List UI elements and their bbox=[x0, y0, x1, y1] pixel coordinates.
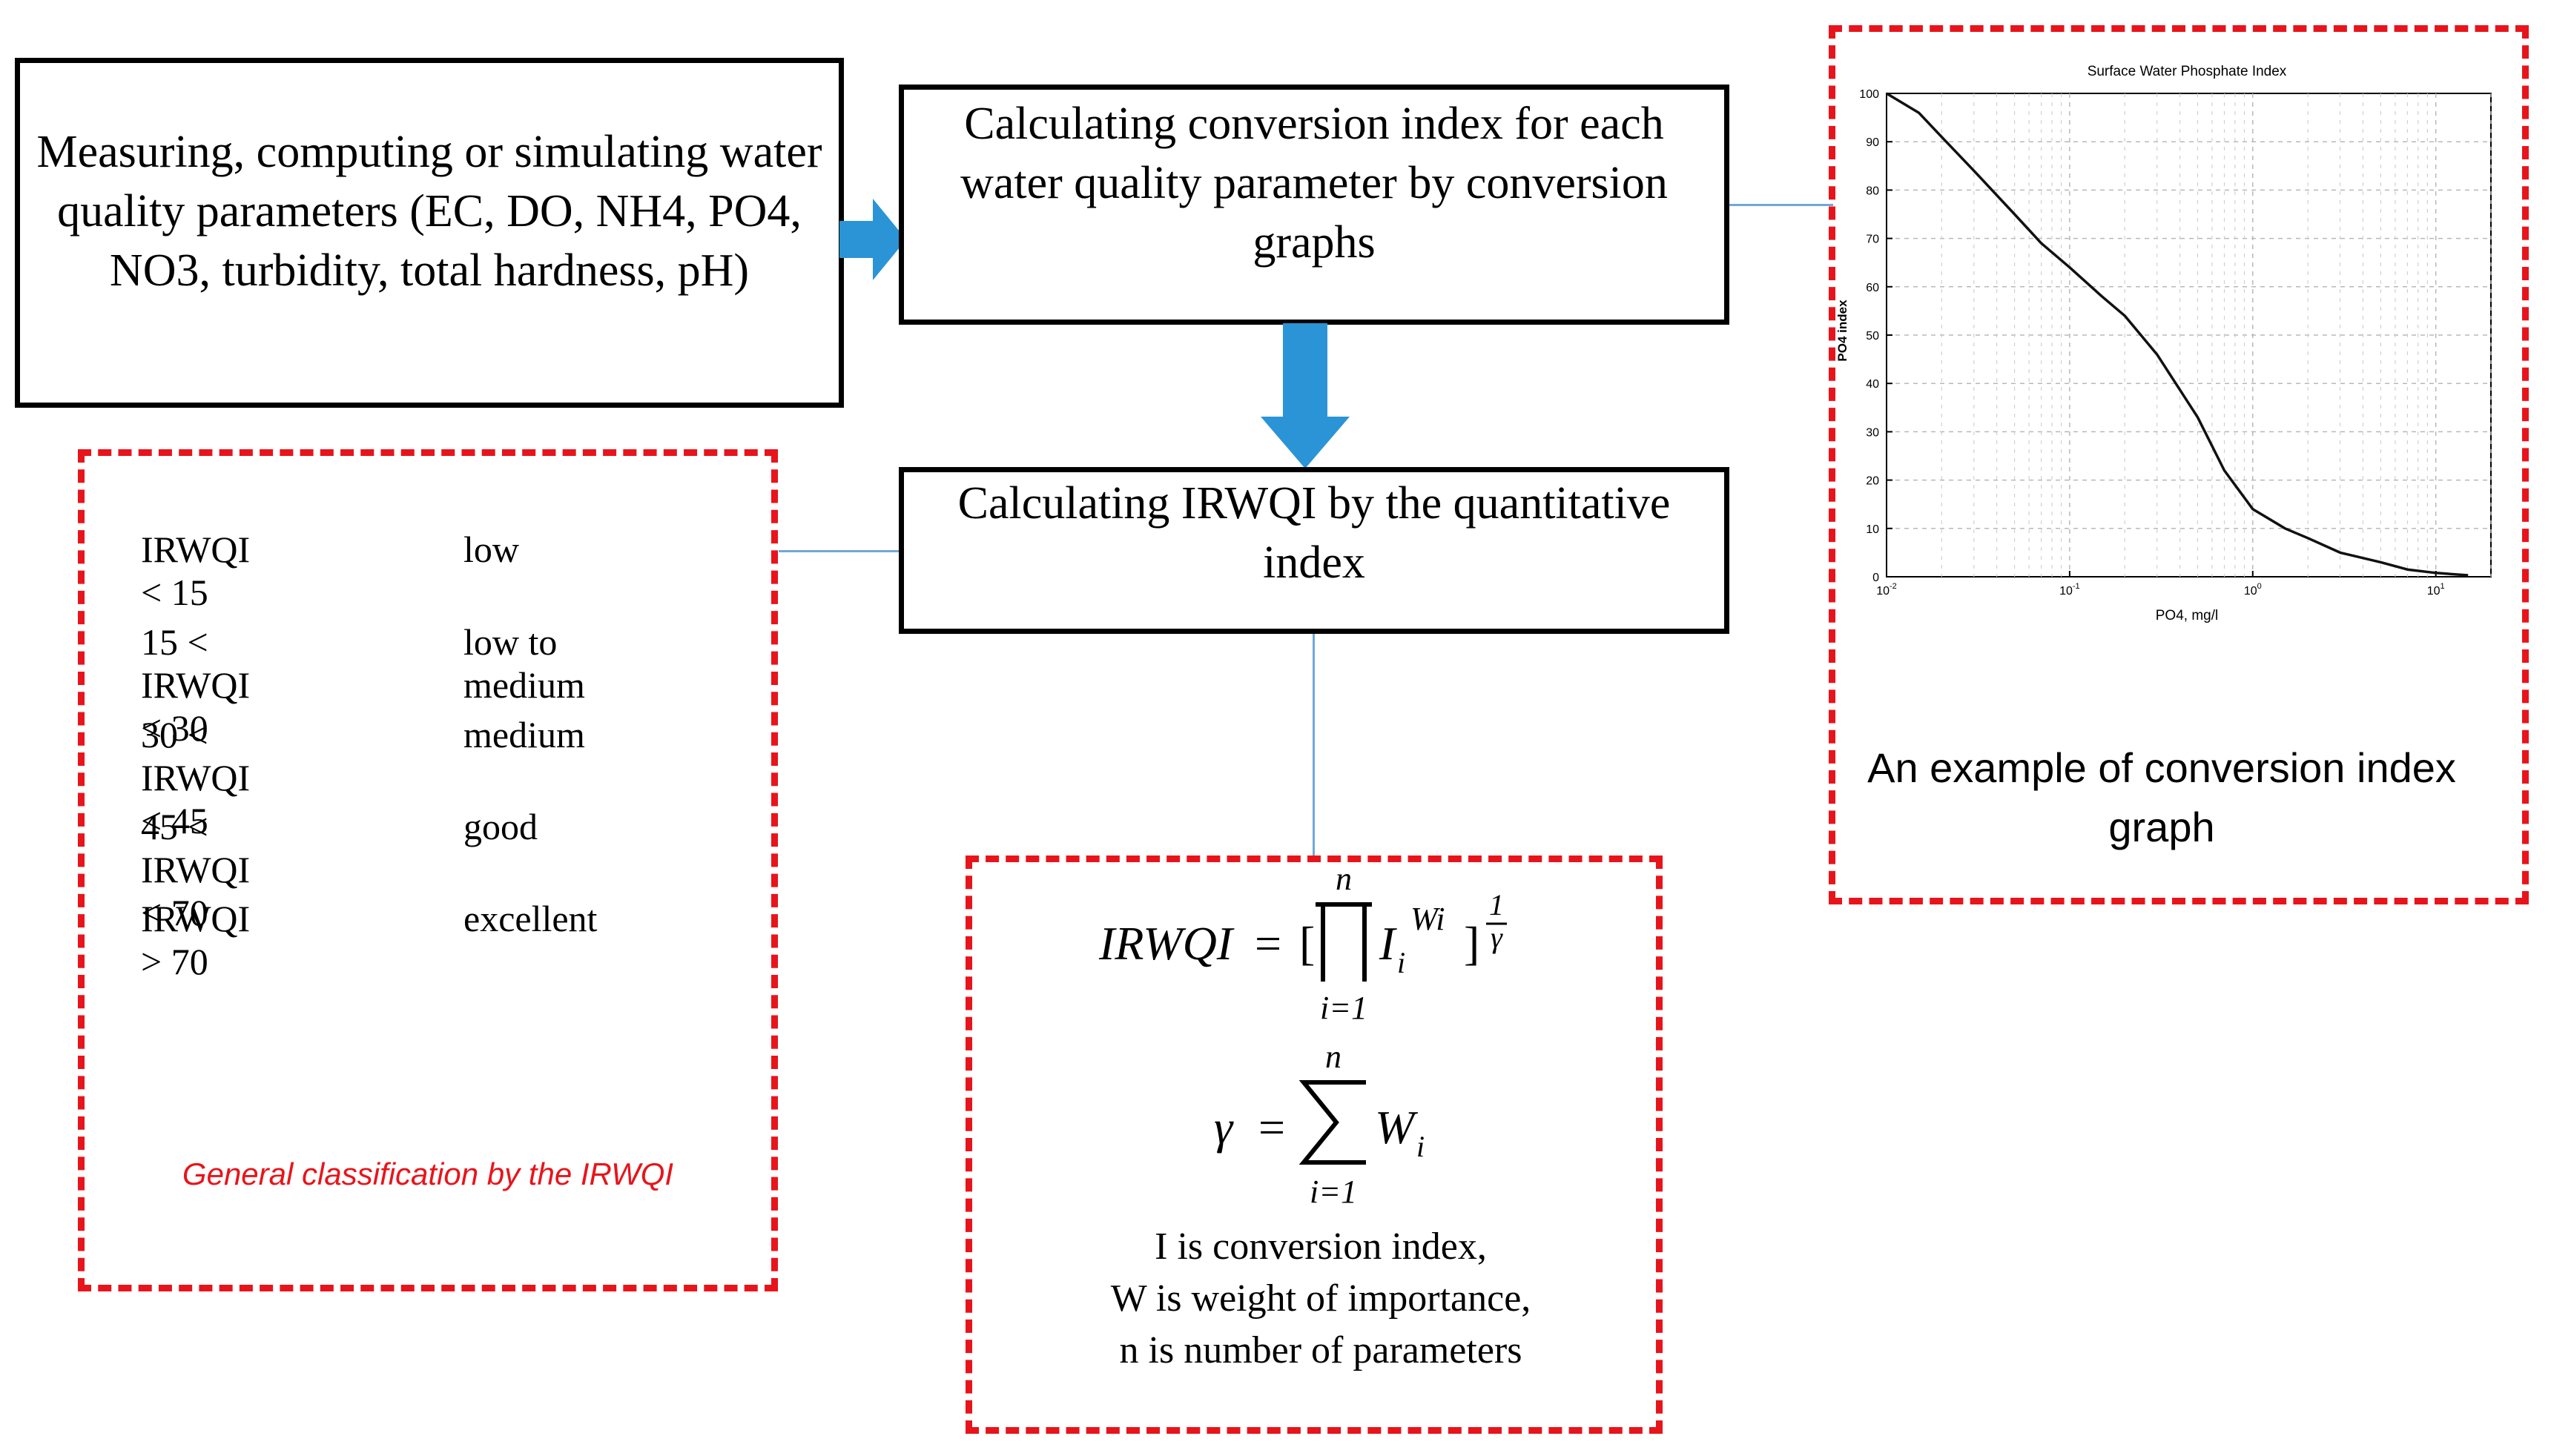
formula-exp-one: 1 bbox=[1489, 888, 1504, 921]
connector-line-graph bbox=[1729, 204, 1833, 206]
sum-upper-limit: n bbox=[1325, 1039, 1341, 1075]
chart-y-tick-label: 0 bbox=[1872, 572, 1879, 584]
formula-equals-2: = bbox=[1258, 1101, 1285, 1154]
irwqi-text: Calculating IRWQI by the quantitative in… bbox=[957, 478, 1671, 588]
sum-lower-limit: i=1 bbox=[1310, 1174, 1357, 1210]
irwqi-box: Calculating IRWQI by the quantitative in… bbox=[899, 467, 1729, 634]
chart-y-tick-label: 70 bbox=[1866, 234, 1879, 246]
formula-note-line: n is number of parameters bbox=[1119, 1329, 1522, 1371]
product-lower-limit: i=1 bbox=[1320, 990, 1367, 1026]
chart-y-axis-label: PO4 index bbox=[1835, 300, 1849, 362]
formula-exp-gamma: γ bbox=[1491, 921, 1503, 954]
formula-w: W bbox=[1375, 1101, 1419, 1154]
formula-w-subscript: i bbox=[1416, 1130, 1425, 1163]
phosphate-index-chart: Surface Water Phosphate Index PO4 index … bbox=[1835, 64, 2492, 623]
classification-range: 30 < IRWQI < 45 bbox=[141, 714, 251, 841]
chart-x-tick-label: 10-1 bbox=[2059, 582, 2080, 598]
product-icon bbox=[1316, 902, 1372, 982]
connector-line-classification bbox=[779, 550, 899, 552]
arrow-down-icon bbox=[1261, 323, 1350, 469]
conversion-index-text: Calculating conversion index for each wa… bbox=[960, 99, 1668, 268]
chart-x-tick-label: 10-2 bbox=[1876, 582, 1897, 598]
arrow-right-icon bbox=[839, 199, 906, 280]
sum-icon bbox=[1298, 1080, 1366, 1165]
formula-subscript-i: i bbox=[1397, 946, 1405, 979]
conversion-index-box: Calculating conversion index for each wa… bbox=[899, 85, 1729, 325]
chart-y-tick-label: 100 bbox=[1859, 88, 1879, 101]
classification-label: good bbox=[463, 806, 538, 847]
chart-y-tick-label: 90 bbox=[1866, 136, 1879, 149]
classification-range: IRWQI < 15 bbox=[141, 529, 251, 613]
formula-open-bracket: [ bbox=[1299, 917, 1315, 970]
chart-y-tick-label: 50 bbox=[1866, 330, 1879, 343]
product-upper-limit: n bbox=[1336, 861, 1352, 897]
classification-label: medium bbox=[463, 714, 585, 755]
chart-x-axis-label: PO4, mg/l bbox=[2156, 608, 2218, 623]
chart-y-tick-label: 30 bbox=[1866, 426, 1879, 439]
chart-y-tick-label: 60 bbox=[1866, 282, 1879, 294]
classification-range: 45 < IRWQI < 70 bbox=[141, 806, 251, 933]
chart-title: Surface Water Phosphate Index bbox=[2088, 64, 2287, 79]
chart-series-line bbox=[1886, 92, 2469, 577]
example-graph-panel bbox=[1829, 25, 2529, 904]
formula-note-line: W is weight of importance, bbox=[1110, 1277, 1531, 1320]
formula-close-bracket: ] bbox=[1464, 917, 1479, 970]
chart-y-tick-label: 40 bbox=[1866, 378, 1879, 391]
classification-caption: General classification by the IRWQI bbox=[182, 1156, 674, 1191]
formula-note-line: I is conversion index, bbox=[1155, 1225, 1487, 1268]
classification-label: low to medium bbox=[463, 621, 585, 706]
example-graph-caption: An example of conversion index graph bbox=[1867, 744, 2456, 850]
chart-x-tick-label: 101 bbox=[2427, 582, 2445, 598]
classification-range: IRWQI > 70 bbox=[141, 898, 251, 982]
chart-y-tick-label: 80 bbox=[1866, 185, 1879, 197]
classification-label: low bbox=[463, 529, 519, 570]
formula-equals: = bbox=[1255, 917, 1281, 970]
chart-y-tick-label: 20 bbox=[1866, 475, 1879, 488]
classification-panel bbox=[78, 449, 778, 1291]
formula-panel bbox=[966, 856, 1663, 1434]
formula-exponent-wi: Wi bbox=[1410, 901, 1445, 937]
chart-y-tick-label: 10 bbox=[1866, 523, 1879, 536]
measure-parameters-box: Measuring, computing or simulating water… bbox=[15, 58, 844, 408]
formula-graphic: IRWQI = [ n i=1 I i Wi ] 1 γ γ = n i=1 W… bbox=[1098, 861, 1507, 1210]
formula-lhs: IRWQI bbox=[1098, 917, 1235, 970]
chart-x-tick-label: 100 bbox=[2244, 582, 2262, 598]
connector-line-formula bbox=[1313, 634, 1315, 856]
measure-parameters-text: Measuring, computing or simulating water… bbox=[36, 127, 822, 296]
formula-gamma: γ bbox=[1214, 1101, 1234, 1154]
classification-range: 15 < IRWQI < 30 bbox=[141, 621, 251, 749]
classification-label: excellent bbox=[463, 898, 598, 939]
formula-base-i: I bbox=[1379, 917, 1397, 970]
